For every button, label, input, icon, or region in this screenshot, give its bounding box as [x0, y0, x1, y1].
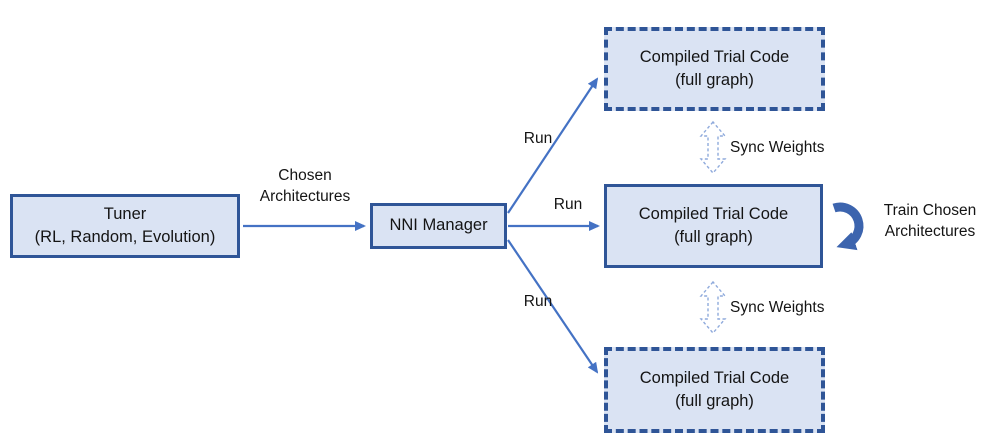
node-compiled-trial-code-top: Compiled Trial Code (full graph)	[604, 27, 825, 111]
label-sync-weights-bottom: Sync Weights	[730, 299, 825, 316]
label-train-chosen-architectures: Train Chosen Architectures	[871, 201, 989, 243]
node-compiled-trial-code-bottom: Compiled Trial Code (full graph)	[604, 347, 825, 433]
label-run-top: Run	[523, 130, 553, 147]
label-train-line2: Architectures	[884, 222, 976, 240]
label-chosen-architectures: Chosen Architectures	[240, 166, 370, 208]
node-trial-middle-line1: Compiled Trial Code	[638, 204, 789, 223]
node-tuner-line1: Tuner	[103, 204, 147, 223]
arrow-run-top	[507, 77, 599, 214]
arrow-run-bottom	[507, 239, 599, 374]
label-train-line1: Train Chosen	[883, 202, 977, 219]
node-trial-middle-line2: (full graph)	[674, 228, 753, 246]
node-nni-manager-label: NNI Manager	[389, 216, 488, 235]
label-run-bottom: Run	[523, 293, 553, 310]
label-run-middle: Run	[553, 196, 583, 213]
sync-weights-arrow-bottom	[699, 280, 727, 335]
node-tuner-line2: (RL, Random, Evolution)	[34, 228, 216, 246]
label-chosen-line1: Chosen	[278, 167, 332, 184]
node-tuner: Tuner (RL, Random, Evolution)	[10, 194, 240, 258]
train-loop-arrow	[832, 202, 864, 251]
sync-weights-arrow-top	[699, 120, 727, 175]
node-compiled-trial-code-middle: Compiled Trial Code (full graph)	[604, 184, 823, 268]
node-trial-top-line1: Compiled Trial Code	[639, 47, 790, 66]
node-trial-top-line2: (full graph)	[675, 71, 754, 89]
label-sync-weights-top: Sync Weights	[730, 139, 825, 156]
node-trial-bottom-line1: Compiled Trial Code	[639, 368, 790, 387]
node-nni-manager: NNI Manager	[370, 203, 507, 249]
node-trial-bottom-line2: (full graph)	[675, 392, 754, 410]
label-chosen-line2: Architectures	[259, 187, 351, 205]
